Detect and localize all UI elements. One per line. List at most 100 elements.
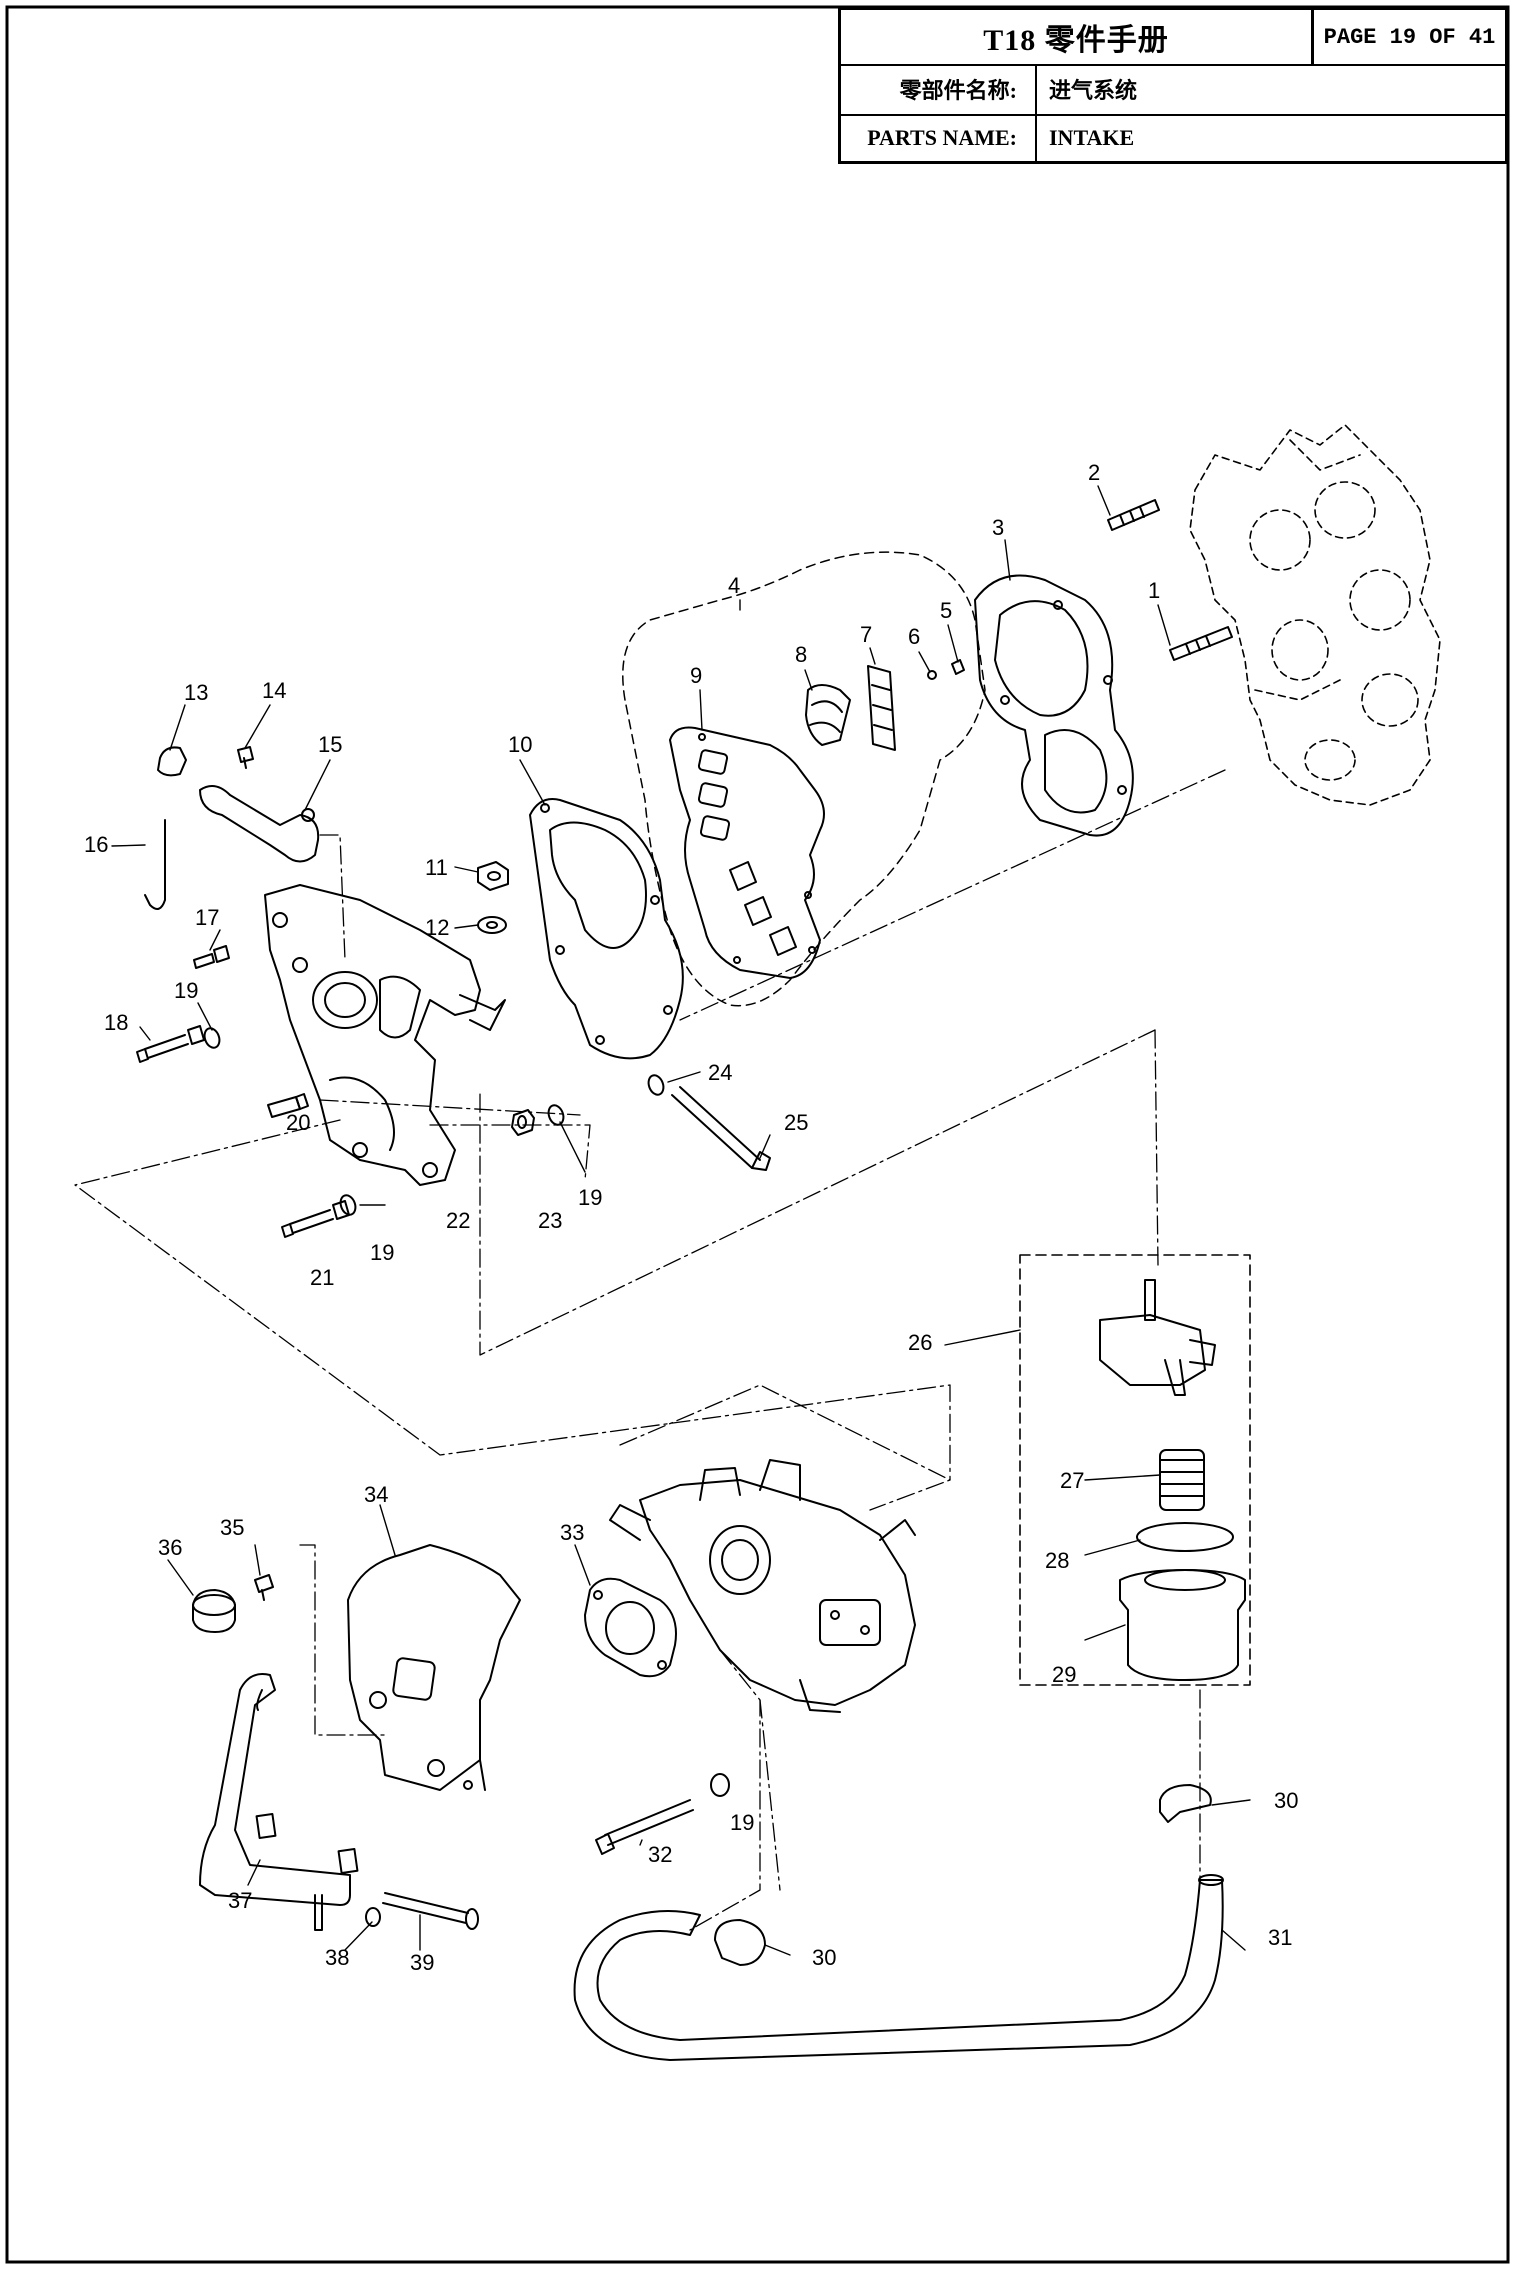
filter-bowl-29 (1119, 1569, 1246, 1681)
callout-38: 38 (325, 1945, 349, 1970)
hose-clamp-30b (714, 1919, 766, 1966)
bolt-25 (671, 1086, 771, 1171)
fuel-filter-assembly-26 (1019, 1254, 1251, 1686)
page-number: PAGE 19 OF 41 (1323, 24, 1496, 50)
engine-block-drawing (1189, 424, 1441, 806)
callout-28: 28 (1045, 1548, 1069, 1573)
callout-7: 7 (860, 622, 872, 647)
screw-14 (237, 746, 254, 769)
callout-37: 37 (228, 1888, 252, 1913)
callout-12: 12 (425, 915, 449, 940)
fuel-hose-31 (573, 1874, 1224, 2061)
callout-labels: 1 2 3 4 5 6 7 8 9 10 11 12 13 14 15 16 1… (84, 460, 1298, 1975)
screw-17 (193, 945, 230, 969)
callout-3: 3 (992, 515, 1004, 540)
o-ring-28 (1136, 1522, 1234, 1552)
washer-24 (647, 1074, 665, 1096)
callout-19-c: 19 (578, 1185, 602, 1210)
callout-22: 22 (446, 1208, 470, 1233)
callout-34: 34 (364, 1482, 388, 1507)
reed-valve-assembly-4 (622, 551, 986, 1007)
callout-6: 6 (908, 624, 920, 649)
callout-25: 25 (784, 1110, 808, 1135)
bolt-18 (136, 1025, 205, 1063)
carburetor-drawing (609, 1459, 916, 1713)
pin-39 (382, 1892, 479, 1930)
callout-36: 36 (158, 1535, 182, 1560)
callout-20: 20 (286, 1110, 310, 1135)
callout-33: 33 (560, 1520, 584, 1545)
callout-24: 24 (708, 1060, 732, 1085)
sheet-border (5, 5, 1510, 2264)
callout-15: 15 (318, 732, 342, 757)
washer-19b (339, 1194, 357, 1216)
screw-35 (254, 1574, 274, 1601)
callout-23: 23 (538, 1208, 562, 1233)
callout-19-a: 19 (174, 978, 198, 1003)
title-block: T18 零件手册 PAGE 19 OF 41 零部件名称: 进气系统 PARTS… (838, 7, 1508, 164)
callout-19-d: 19 (730, 1810, 754, 1835)
callout-26: 26 (908, 1330, 932, 1355)
callout-31: 31 (1268, 1925, 1292, 1950)
title-row: T18 零件手册 PAGE 19 OF 41 (841, 10, 1505, 66)
gasket-3 (974, 574, 1134, 837)
washer-19a (203, 1027, 221, 1049)
callout-4: 4 (728, 573, 740, 598)
fuel-filter-head-26 (1099, 1279, 1216, 1396)
callout-8: 8 (795, 642, 807, 667)
callout-11: 11 (425, 855, 448, 880)
callout-19-b: 19 (370, 1240, 394, 1265)
callout-17: 17 (195, 905, 219, 930)
assembly-center-lines (74, 769, 1226, 1931)
stud-1 (1169, 626, 1233, 661)
gasket-33 (584, 1577, 677, 1678)
callout-14: 14 (262, 678, 286, 703)
clip-38 (365, 1907, 381, 1927)
parts-name-cn-row: 零部件名称: 进气系统 (841, 64, 1505, 116)
bolt-32 (595, 1799, 694, 1855)
callout-30-b: 30 (812, 1945, 836, 1970)
callout-16: 16 (84, 832, 108, 857)
stud-2 (1107, 499, 1160, 531)
callout-35: 35 (220, 1515, 244, 1540)
nut-11 (477, 861, 509, 891)
parts-name-en-row: PARTS NAME: INTAKE (841, 114, 1505, 161)
cap-13 (157, 746, 187, 777)
washer-12 (477, 916, 507, 934)
gasket-10 (529, 798, 684, 1060)
leader-lines (111, 485, 1251, 1956)
plug-20 (267, 1093, 309, 1118)
parts-name-value-en: INTAKE (1049, 124, 1135, 150)
filter-element-27 (1159, 1449, 1205, 1511)
parts-name-value-cn: 进气系统 (1049, 78, 1138, 103)
intake-manifold-22 (264, 884, 506, 1186)
bolt-21 (281, 1200, 350, 1238)
choke-fitting-15 (199, 785, 320, 863)
wire-16 (144, 819, 166, 910)
callout-10: 10 (508, 732, 532, 757)
parts-name-label-en: PARTS NAME: (841, 114, 1037, 161)
callout-39: 39 (410, 1950, 434, 1975)
nut-23 (511, 1109, 535, 1136)
callout-13: 13 (184, 680, 208, 705)
hose-clamp-30a (1159, 1784, 1212, 1823)
parts-name-label-cn: 零部件名称: (841, 64, 1037, 114)
cap-36 (192, 1589, 236, 1633)
manual-title: T18 零件手册 (841, 10, 1314, 64)
washer-19c (547, 1104, 565, 1126)
washer-19d (710, 1773, 730, 1797)
callout-18: 18 (104, 1010, 128, 1035)
callout-27: 27 (1060, 1468, 1084, 1493)
callout-2: 2 (1088, 460, 1100, 485)
callout-29: 29 (1052, 1662, 1076, 1687)
callout-9: 9 (690, 663, 702, 688)
silencer-cover-34 (347, 1544, 521, 1791)
callout-30-a: 30 (1274, 1788, 1298, 1813)
callout-21: 21 (310, 1265, 334, 1290)
bracket-37 (199, 1673, 359, 1931)
callout-5: 5 (940, 598, 952, 623)
callout-1: 1 (1148, 578, 1160, 603)
callout-32: 32 (648, 1842, 672, 1867)
